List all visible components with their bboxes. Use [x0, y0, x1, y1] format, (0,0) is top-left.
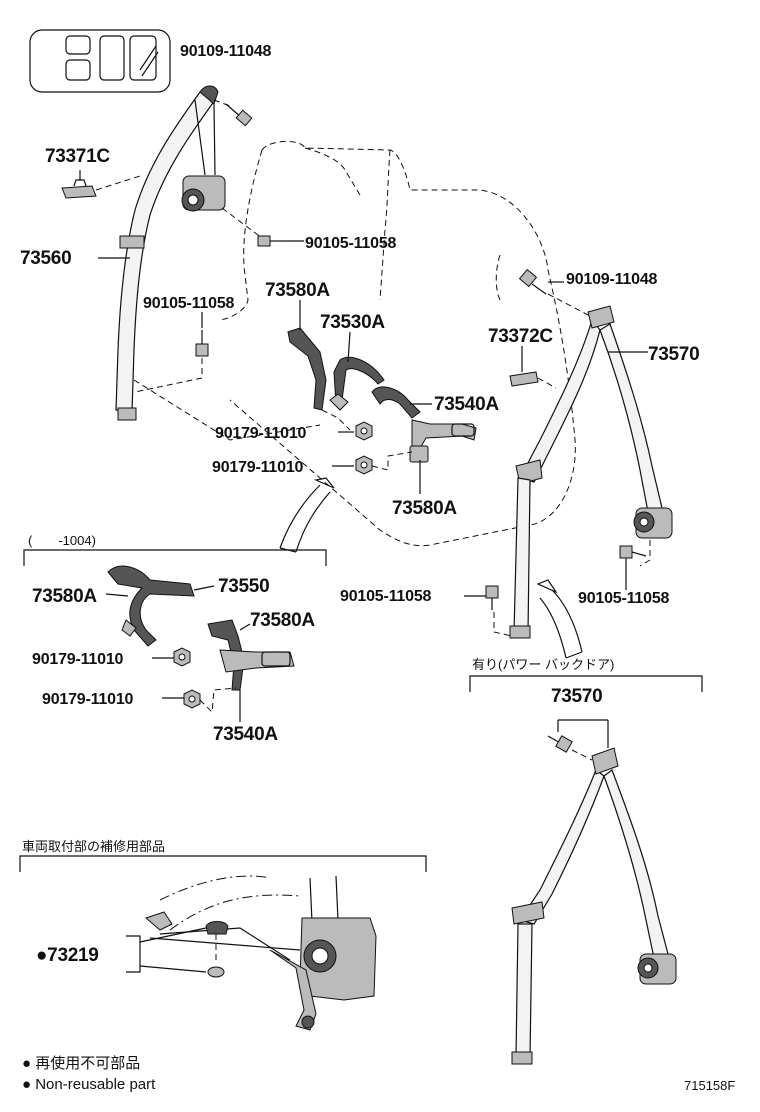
label-90105-11058-b: 90105-11058: [143, 295, 235, 312]
label-90179-11010-c: 90179-11010: [32, 651, 124, 668]
nut-icon: [355, 455, 373, 475]
vehicle-mount-detail: [126, 875, 377, 1031]
label-90109-11048-top: 90109-11048: [180, 43, 272, 60]
right-retractor-variant: [637, 953, 677, 985]
label-90105-11058-c: 90105-11058: [340, 588, 432, 605]
label-73580A-d: 73580A: [250, 610, 315, 631]
nut-icon: [355, 421, 373, 441]
nut-icon: [183, 689, 201, 709]
label-73550: 73550: [218, 576, 269, 597]
left-retractor: [181, 175, 226, 212]
bolt-icon: [619, 545, 647, 559]
label-73371C: 73371C: [45, 146, 110, 167]
clip-icon: [509, 371, 539, 387]
label-90179-11010-b: 90179-11010: [212, 459, 304, 476]
label-90179-11010-d: 90179-11010: [42, 691, 134, 708]
label-73219: ●73219: [36, 945, 99, 966]
bolt-icon: [518, 268, 547, 295]
label-90105-11058-a: 90105-11058: [305, 235, 397, 252]
right-shoulder-belt-73570: [509, 305, 663, 639]
bolt-icon: [547, 735, 573, 753]
bolt-icon: [225, 103, 253, 127]
label-73580A-b: 73580A: [392, 498, 457, 519]
reference-arrow: [536, 579, 583, 659]
note-power-back-door: 有り(パワー バックドア): [472, 657, 614, 672]
label-73580A-c: 73580A: [32, 586, 97, 607]
bolt-icon: [485, 585, 499, 610]
buckle-belt-73540A: [219, 649, 295, 673]
buckle-belt-73530A: [329, 356, 385, 411]
bolt-icon: [195, 330, 209, 357]
label-73570-a: 73570: [648, 344, 699, 365]
left-shoulder-belt-73560: [115, 85, 219, 421]
label-73530A: 73530A: [320, 312, 385, 333]
note-repair-parts: 車両取付部の補修用部品: [22, 839, 165, 854]
leader-lines: [79, 170, 648, 722]
figure-code: 715158F: [684, 1078, 735, 1093]
legend-en: ● Non-reusable part: [22, 1076, 156, 1093]
label-90179-11010-a: 90179-11010: [215, 425, 307, 442]
right-retractor: [633, 507, 673, 539]
label-73372C: 73372C: [488, 326, 553, 347]
label-73570-b: 73570: [551, 686, 602, 707]
legend-jp: ● 再使用不可部品: [22, 1055, 140, 1072]
reference-arrow: [279, 477, 335, 553]
clip-icon: [61, 179, 97, 199]
label-73580A-a: 73580A: [265, 280, 330, 301]
label-90109-11048-right: 90109-11048: [566, 271, 658, 288]
note-range-1004: ( -1004): [28, 533, 96, 548]
nut-icon: [173, 647, 191, 667]
bracket-73580A: [287, 327, 327, 411]
bolt-icon: [257, 235, 282, 247]
label-73560: 73560: [20, 248, 71, 269]
label-73540A-a: 73540A: [434, 394, 499, 415]
inset-frame-power-door: [469, 675, 703, 692]
right-shoulder-belt-73570-variant: [511, 747, 669, 1065]
buckle-belt-73550: [107, 565, 195, 647]
bracket-73580A: [207, 619, 245, 691]
seat-layout-icon: [29, 29, 171, 93]
label-90105-11058-d: 90105-11058: [578, 590, 670, 607]
label-73540A-b: 73540A: [213, 724, 278, 745]
seat-outline: [219, 141, 576, 547]
inset-frame-1004: [23, 549, 327, 566]
buckle-belt-73540A: [371, 386, 477, 463]
inset-frame-repair: [19, 855, 427, 872]
